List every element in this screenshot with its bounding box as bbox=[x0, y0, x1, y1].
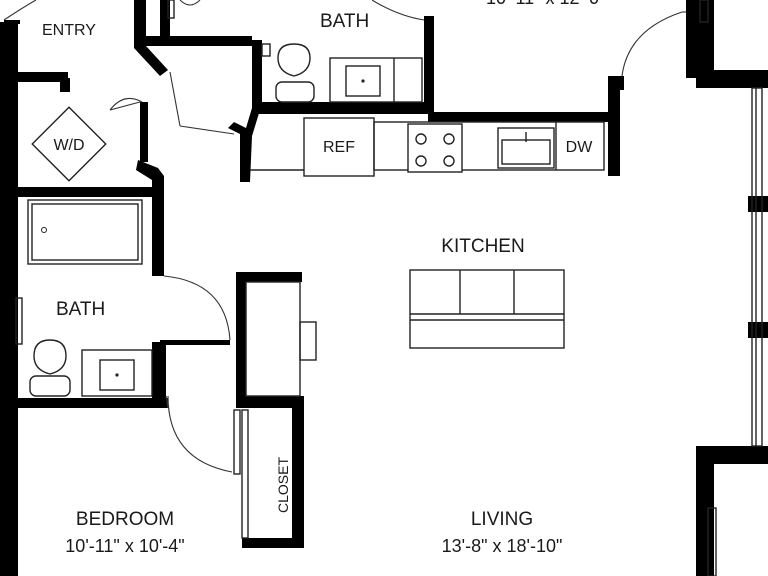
stove bbox=[407, 123, 463, 173]
washer-dryer bbox=[31, 106, 107, 182]
door-swings bbox=[3, 0, 686, 473]
bathtub bbox=[27, 199, 143, 265]
label-refrigerator: REF bbox=[323, 139, 355, 156]
label-top-right-dims: 10'-11" x 12'-0" bbox=[486, 0, 605, 8]
fixtures bbox=[27, 43, 605, 397]
label-kitchen: KITCHEN bbox=[441, 236, 524, 257]
label-bath-left: BATH bbox=[56, 299, 105, 320]
toilet-top bbox=[277, 43, 311, 77]
label-closet: CLOSET bbox=[275, 457, 291, 513]
windows bbox=[15, 0, 763, 576]
label-washer-dryer: W/D bbox=[53, 137, 84, 154]
label-bath-top: BATH bbox=[320, 11, 369, 32]
toilet-left bbox=[33, 339, 67, 375]
kitchen-island bbox=[409, 269, 565, 349]
refrigerator bbox=[303, 117, 375, 177]
label-living: LIVING bbox=[471, 509, 533, 530]
label-bedroom: BEDROOM bbox=[76, 509, 174, 530]
label-entry: ENTRY bbox=[42, 22, 96, 39]
label-dishwasher: DW bbox=[566, 139, 594, 156]
label-bedroom-dims: 10'-11" x 10'-4" bbox=[65, 536, 184, 556]
room-labels: ENTRY BATH 10'-11" x 12'-0" W/D REF DW K… bbox=[42, 0, 605, 556]
label-living-dims: 13'-8" x 18'-10" bbox=[442, 536, 563, 556]
